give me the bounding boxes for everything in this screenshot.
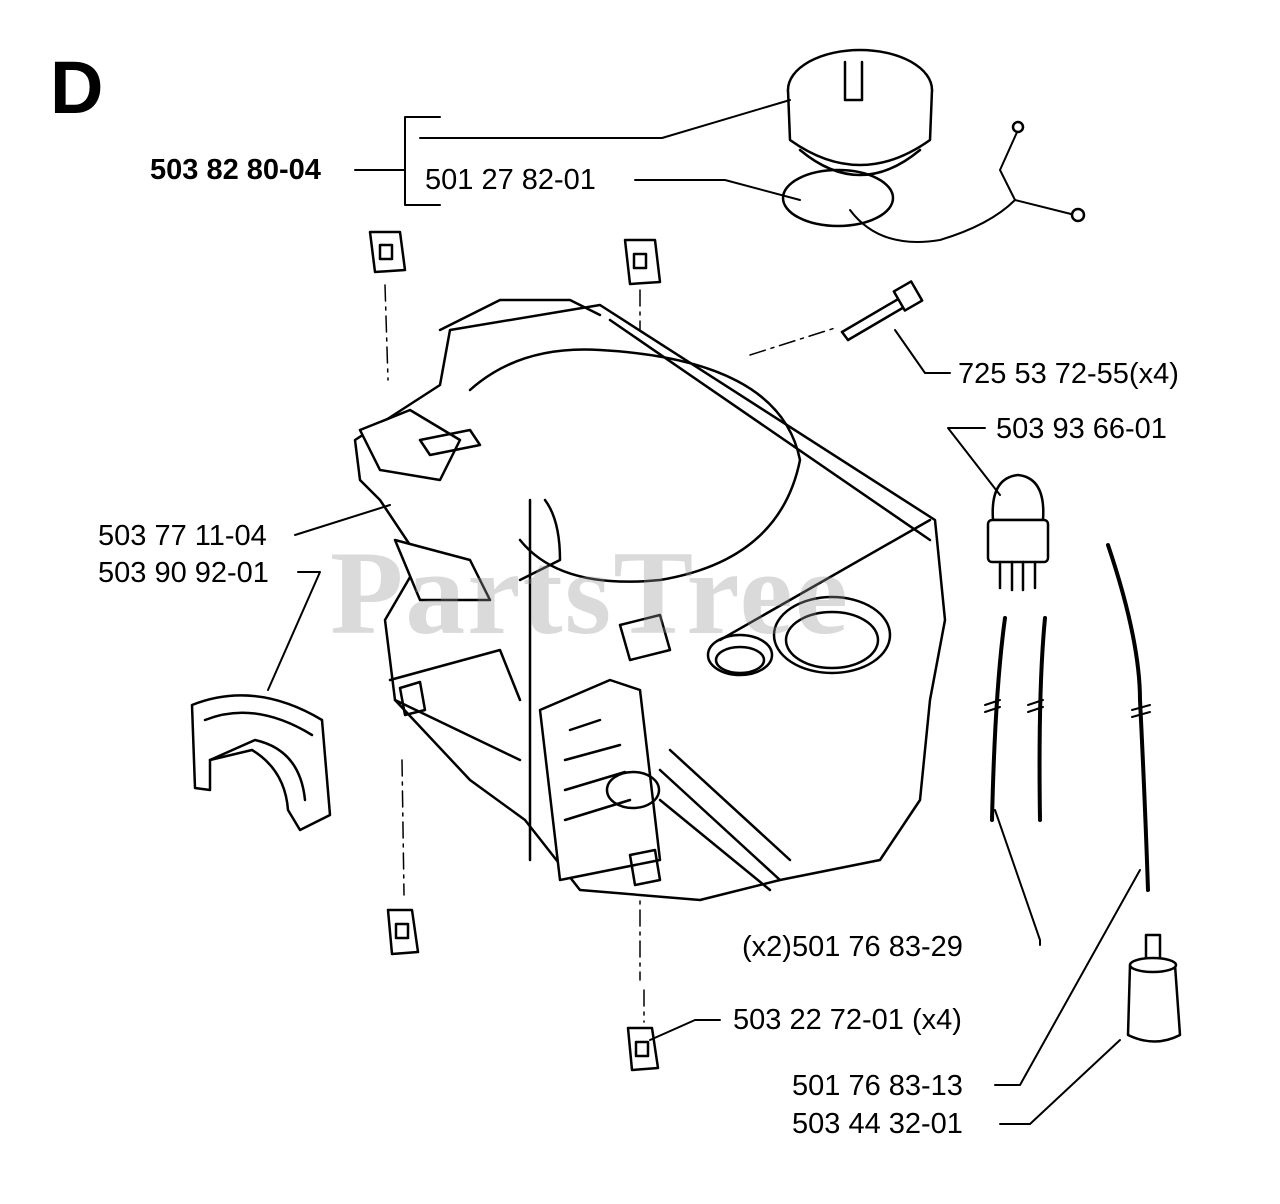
part-number-clip: 503 22 72-01 (x4) bbox=[733, 1004, 962, 1036]
hose-part bbox=[990, 543, 1150, 892]
part-number-cap-assembly: 503 82 80-04 bbox=[150, 154, 321, 186]
clip-part bbox=[368, 230, 662, 1072]
part-number-cover: 503 90 92-01 bbox=[98, 557, 269, 589]
fuel-cap-part bbox=[781, 48, 1086, 243]
section-letter: D bbox=[50, 46, 104, 129]
part-number-screw: 725 53 72-55(x4) bbox=[958, 358, 1179, 390]
tank-housing-part bbox=[353, 298, 947, 902]
cover-part bbox=[190, 694, 332, 832]
leader-lines bbox=[267, 99, 1141, 1125]
watermark: PartsTree bbox=[330, 526, 850, 659]
part-number-fuel-hose: 501 76 83-13 bbox=[792, 1070, 963, 1102]
part-number-cap-seal: 501 27 82-01 bbox=[425, 164, 596, 196]
fuel-filter-part bbox=[1126, 933, 1182, 1043]
primer-bulb-part bbox=[986, 473, 1050, 592]
part-number-hose: (x2)501 76 83-29 bbox=[742, 931, 963, 963]
part-number-fuel-filter: 503 44 32-01 bbox=[792, 1108, 963, 1140]
part-number-primer-bulb: 503 93 66-01 bbox=[996, 413, 1167, 445]
part-number-tank-housing: 503 77 11-04 bbox=[98, 520, 267, 552]
screw-part bbox=[840, 280, 924, 342]
